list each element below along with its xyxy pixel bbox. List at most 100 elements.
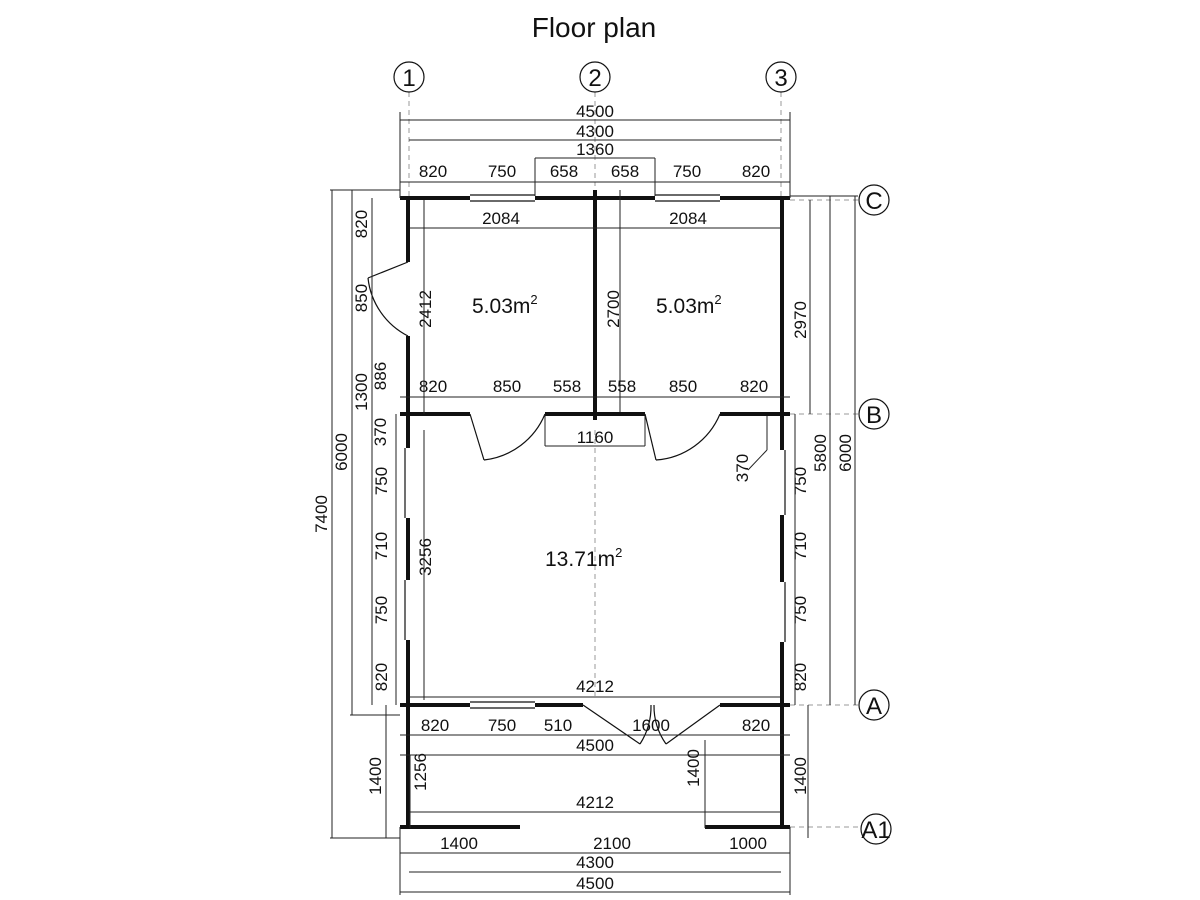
door-front-swing-r (653, 704, 667, 745)
dim-mid-height: 2700 (604, 290, 623, 328)
room-area-3-unit: m (598, 548, 616, 571)
dim-a-seg-1: 820 (421, 716, 449, 735)
dim-room1-width: 2084 (482, 209, 520, 228)
dim-b-seg-1: 820 (419, 377, 447, 396)
axis-label-a1: A1 (861, 817, 890, 844)
room-area-3: 13.71m2 (545, 545, 622, 571)
axis-bubble-3 (765, 61, 797, 93)
dim-main-right-2: 710 (791, 532, 810, 560)
dim-b-seg-3: 558 (553, 377, 581, 396)
dim-main-right-4: 820 (791, 663, 810, 691)
dim-a1-seg-2: 2100 (593, 834, 631, 853)
room-area-1-exp: 2 (530, 292, 537, 307)
dim-right-outer-2: 6000 (836, 434, 855, 472)
doors (367, 261, 721, 745)
axis-label-c: C (865, 188, 882, 215)
axis-bubble-a1 (860, 813, 892, 845)
door-room2-leaf (644, 413, 657, 461)
room-area-3-exp: 2 (615, 545, 622, 560)
dim-main-left-2: 710 (372, 532, 391, 560)
dim-left-door-1: 820 (352, 210, 371, 238)
dim-main-left-4: 820 (372, 663, 391, 691)
dimension-texts: 4500 4300 1360 820 750 658 658 750 820 2… (312, 102, 855, 893)
axis-label-b: B (866, 402, 882, 429)
room-area-3-value: 13.71 (545, 548, 598, 571)
dim-top-overall: 4500 (576, 102, 614, 121)
room-area-1-unit: m (513, 295, 531, 318)
dim-terrace-mid: 1400 (684, 749, 703, 787)
dim-a-seg-2: 750 (488, 716, 516, 735)
axis-bubbles: 1 2 3 C B A A1 (393, 61, 892, 845)
dim-left-height-2: 370 (371, 418, 390, 446)
dim-terrace-left-1: 1400 (366, 757, 385, 795)
dim-top-axis: 4300 (576, 122, 614, 141)
dimension-lines (330, 112, 858, 895)
dim-right-upper: 2970 (791, 301, 810, 339)
axis-bubble-1 (393, 61, 425, 93)
dim-a-seg-3: 510 (544, 716, 572, 735)
axis-label-3: 3 (774, 65, 787, 92)
door-left-swing (367, 277, 409, 337)
dim-top-seg-5: 750 (673, 162, 701, 181)
axis-bubble-a (858, 689, 890, 721)
dim-main-left-1: 750 (372, 467, 391, 495)
dim-a1-seg-1: 1400 (440, 834, 478, 853)
dim-b-seg-2: 850 (493, 377, 521, 396)
dim-top-seg-1: 820 (419, 162, 447, 181)
room-area-2: 5.03m2 (656, 292, 722, 318)
dim-top-seg-4: 658 (611, 162, 639, 181)
dim-left-outer-3: 7400 (312, 495, 331, 533)
dim-a-overall: 4500 (576, 736, 614, 755)
room-areas: 5.03m2 5.03m2 13.71m2 (472, 292, 722, 571)
dim-b-side: 370 (733, 454, 752, 482)
plan-title: Floor plan (531, 12, 657, 43)
dim-left-door-3: 886 (371, 362, 390, 390)
dim-terrace-inner: 4212 (576, 793, 614, 812)
axis-bubble-c (858, 184, 890, 216)
door-front-swing-l (639, 704, 652, 745)
axis-bubble-b (858, 398, 890, 430)
axis-label-a: A (866, 693, 882, 720)
dim-left-height-1: 2412 (416, 290, 435, 328)
door-room1-leaf (469, 413, 485, 461)
dim-top-seg-3: 658 (550, 162, 578, 181)
walls (400, 190, 790, 829)
room-area-1-value: 5.03 (472, 295, 513, 318)
door-front-leaf-l (582, 704, 641, 745)
dim-terrace-right: 1400 (791, 757, 810, 795)
axis-bubble-2 (579, 61, 611, 93)
door-front-leaf-r (665, 704, 721, 745)
room-area-2-value: 5.03 (656, 295, 697, 318)
dim-b-seg-4: 558 (608, 377, 636, 396)
dim-b-seg-6: 820 (740, 377, 768, 396)
dim-left-outer-2: 6000 (332, 433, 351, 471)
door-room2-swing (655, 413, 721, 461)
dim-a-seg-4: 1600 (632, 716, 670, 735)
axis-label-2: 2 (588, 65, 601, 92)
dim-left-door-2: 850 (352, 284, 371, 312)
door-left-leaf (367, 261, 409, 279)
dim-a-inner: 4212 (576, 677, 614, 696)
dim-a1-seg-3: 1000 (729, 834, 767, 853)
dim-top-seg-2: 750 (488, 162, 516, 181)
room-area-1: 5.03m2 (472, 292, 538, 318)
dim-top-window-pair: 1360 (576, 140, 614, 159)
dim-b-center-opening: 1160 (577, 428, 614, 447)
dim-a-seg-5: 820 (742, 716, 770, 735)
dim-main-right-1: 750 (791, 467, 810, 495)
dim-bottom-overall: 4500 (576, 874, 614, 893)
room-area-2-unit: m (697, 295, 715, 318)
dim-b-seg-5: 850 (669, 377, 697, 396)
dim-terrace-left-2: 1256 (411, 753, 430, 791)
dim-left-outer-1: 1300 (352, 373, 371, 411)
dim-room2-width: 2084 (669, 209, 707, 228)
dim-bottom-axis: 4300 (576, 853, 614, 872)
dim-leader-370 (747, 449, 768, 471)
dim-main-height: 3256 (416, 538, 435, 576)
dim-main-right-3: 750 (791, 596, 810, 624)
dim-right-outer-1: 5800 (811, 434, 830, 472)
room-area-2-exp: 2 (714, 292, 721, 307)
dim-top-seg-6: 820 (742, 162, 770, 181)
dim-main-left-3: 750 (372, 596, 391, 624)
